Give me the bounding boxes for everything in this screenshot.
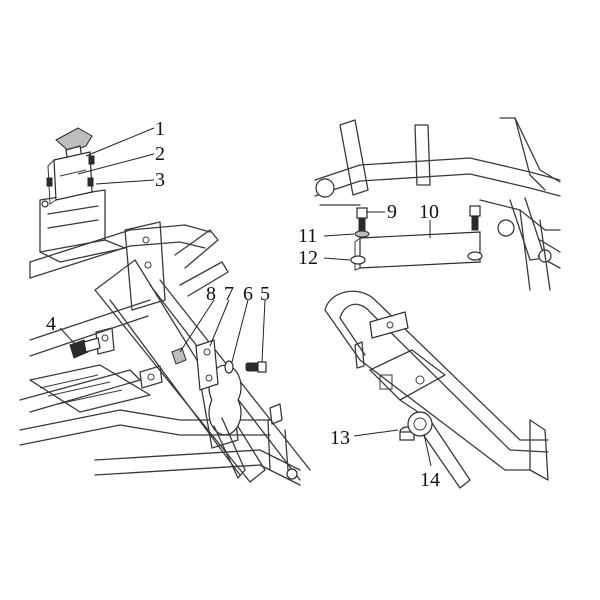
part-7-bracket xyxy=(195,339,219,391)
part-9-bolts xyxy=(356,205,481,233)
part-4-bolt xyxy=(69,337,101,359)
part-3-screws xyxy=(41,155,95,208)
callout-labels: 1 2 3 4 5 6 7 8 9 10 11 12 13 14 xyxy=(46,118,440,491)
callout-7: 7 xyxy=(224,283,234,305)
callout-3: 3 xyxy=(155,169,165,191)
callout-13: 13 xyxy=(330,427,350,449)
callout-14: 14 xyxy=(420,469,440,491)
callout-2: 2 xyxy=(155,143,165,165)
part-14-cap xyxy=(407,411,433,437)
part-5-bolt xyxy=(245,361,267,373)
part-13-bolt xyxy=(399,426,415,441)
leader-lines xyxy=(59,127,432,467)
part-12-spacers xyxy=(350,251,483,265)
callout-6: 6 xyxy=(243,283,253,305)
callout-8: 8 xyxy=(206,283,216,305)
callout-1: 1 xyxy=(155,118,165,140)
part-2-switch-body xyxy=(47,151,93,205)
callout-12: 12 xyxy=(298,247,318,269)
callout-11: 11 xyxy=(298,225,317,247)
part-8-nut xyxy=(171,347,187,365)
part-6-washer xyxy=(224,360,234,374)
part-11-washer xyxy=(354,230,370,238)
top-right-frame-view xyxy=(314,117,561,291)
callout-5: 5 xyxy=(260,283,270,305)
part-10-regulator xyxy=(354,231,481,271)
bottom-right-frame-view xyxy=(324,290,549,489)
left-frame-view xyxy=(19,189,311,486)
callout-9: 9 xyxy=(387,201,397,223)
callout-10: 10 xyxy=(419,201,439,223)
callout-4: 4 xyxy=(46,313,56,335)
